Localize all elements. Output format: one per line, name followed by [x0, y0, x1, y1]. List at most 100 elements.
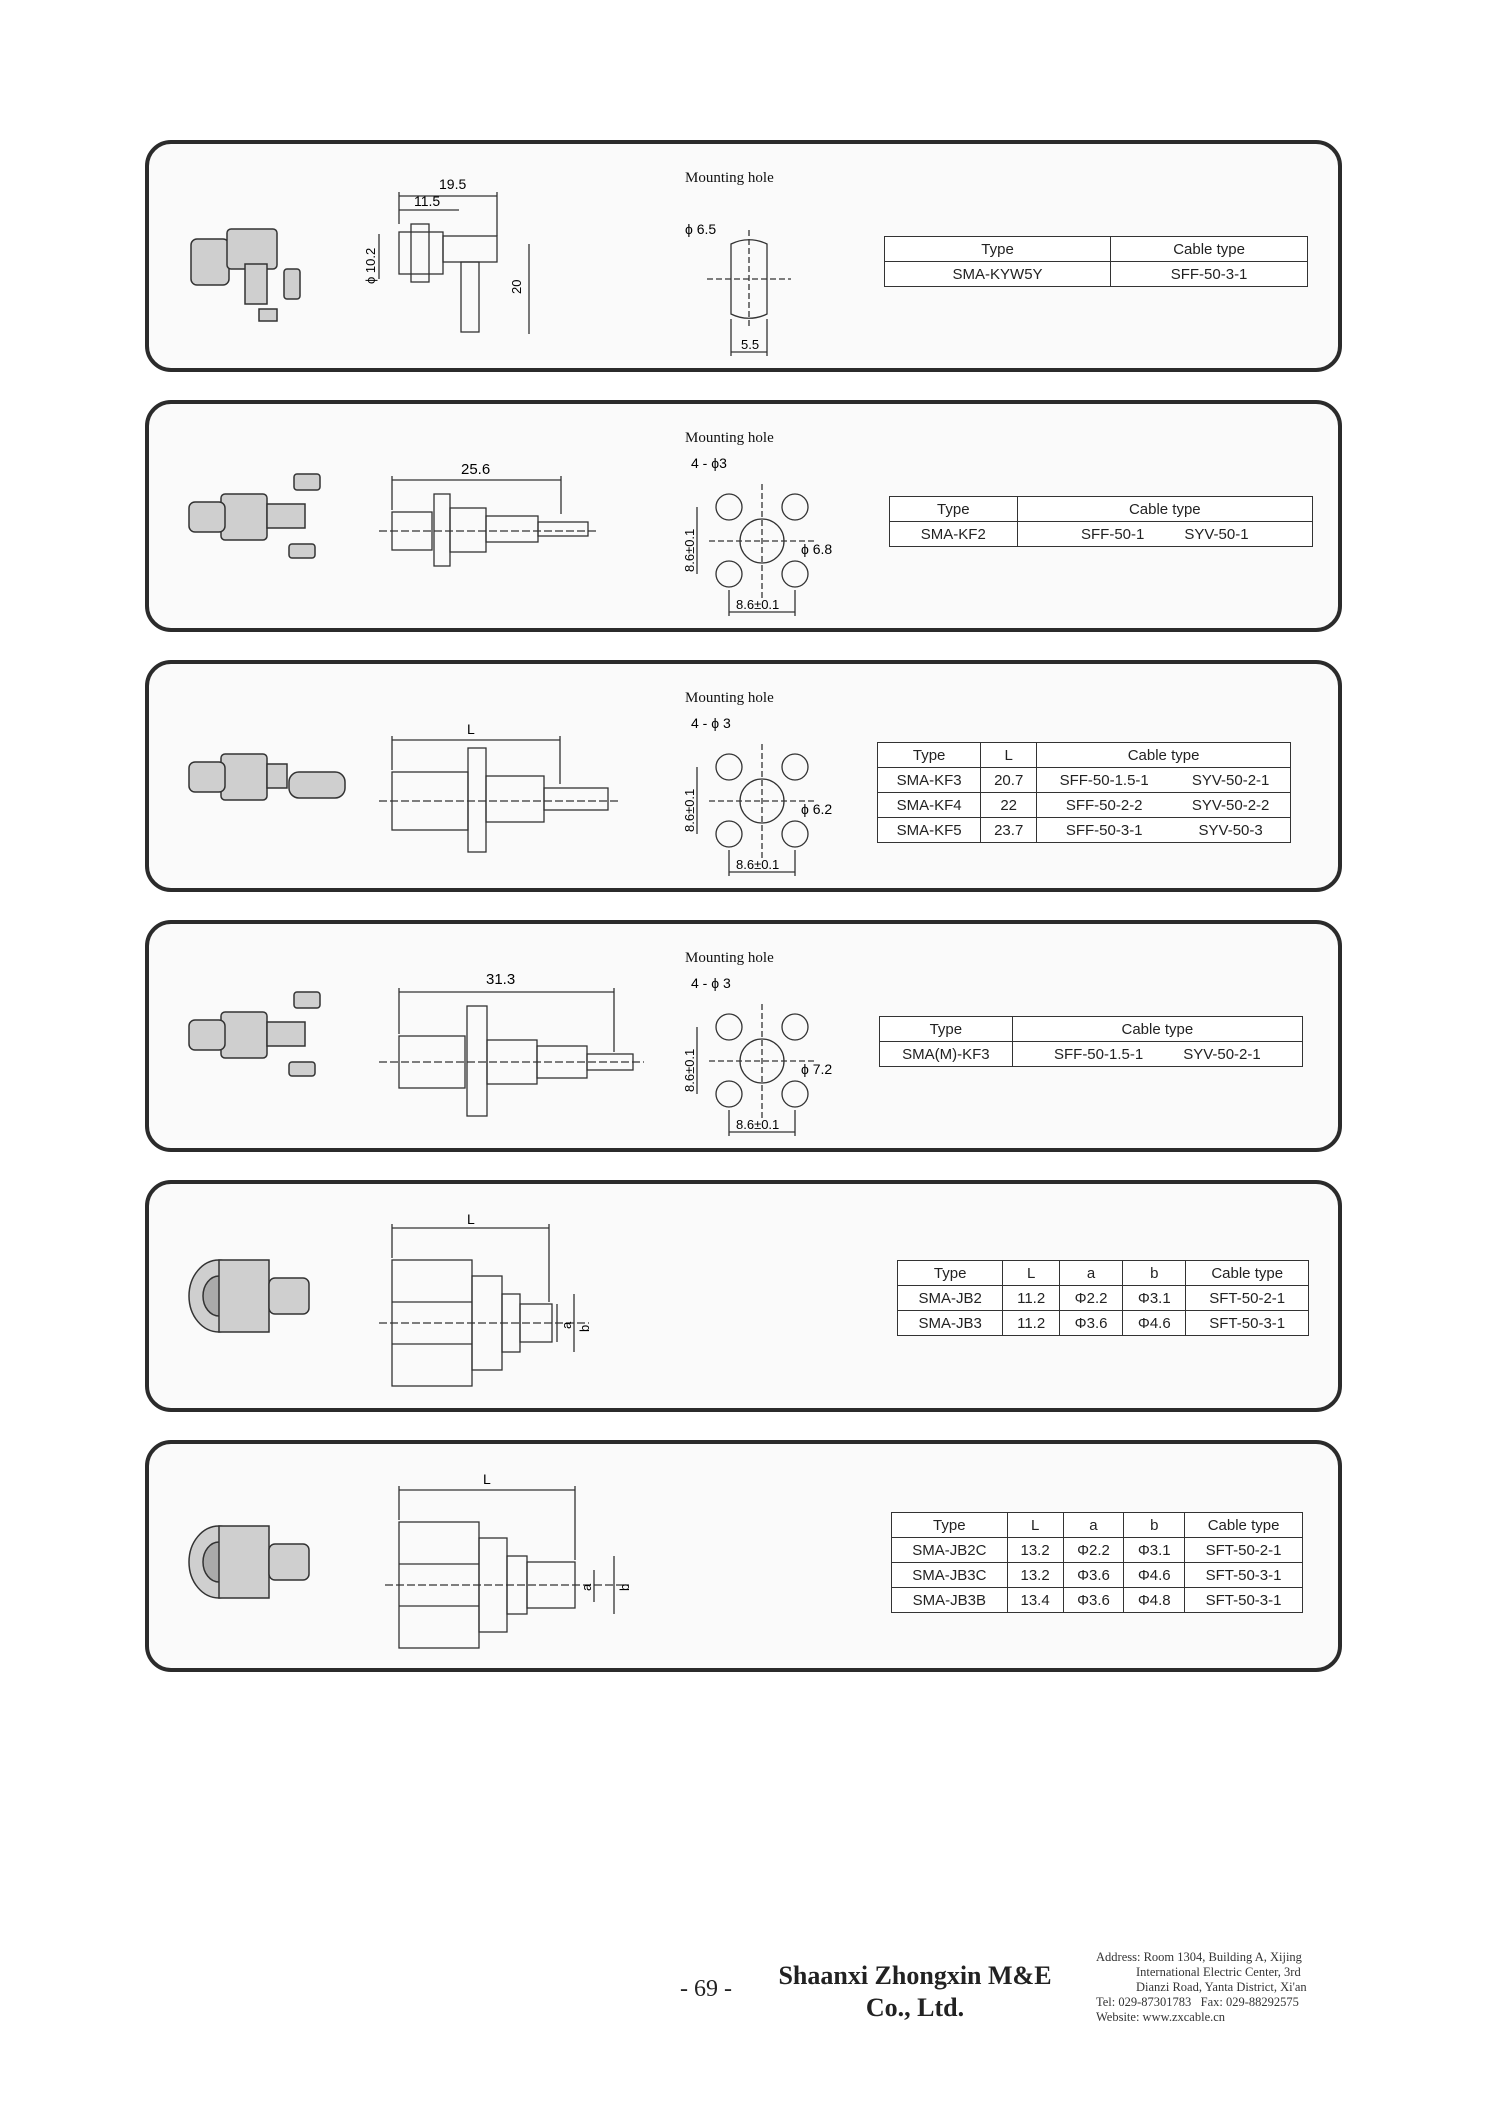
panel-4-drawings: 31.3 4 - ϕ 3 8.6±0.1 ϕ 7.2 8.6±0.1	[188, 971, 832, 1136]
spec-table: Type L a b Cable type SMA-JB2 11.2 Φ2.2 …	[896, 1260, 1309, 1336]
product-panel-sma-kyw5y: 19.5 11.5 ϕ 10.2 20 ϕ 6.5 5.5 Mounting h…	[145, 140, 1342, 372]
table-header-row: Type L Cable type	[876, 742, 1291, 768]
table-cell: 23.7	[980, 817, 1038, 843]
hole-dim-label: 5.5	[741, 337, 759, 352]
panel-6-drawings: L a b	[188, 1471, 632, 1649]
table-header-cell: Type	[879, 1016, 1013, 1042]
table-cell: 22	[980, 792, 1038, 818]
table-cell: SFF-50-1.5-1	[1036, 767, 1172, 793]
table-cell: 13.2	[1006, 1537, 1064, 1563]
dim-label: 20	[509, 280, 524, 294]
company-name-line: Shaanxi Zhongxin M&E	[778, 1961, 1052, 1990]
address-line: International Electric Center, 3rd	[1136, 1965, 1301, 1979]
hole-dim-label: 8.6±0.1	[682, 789, 697, 832]
table-cell: Φ4.6	[1122, 1310, 1187, 1336]
connector-drawing	[379, 476, 599, 567]
connector-photo	[188, 1525, 310, 1599]
table-cell: 20.7	[980, 767, 1038, 793]
table-cell: SMA-KF3	[876, 767, 982, 793]
table-header-row: Type Cable type	[889, 496, 1314, 522]
table-header-cell: Type	[876, 742, 982, 768]
table-cell: Φ3.1	[1123, 1537, 1186, 1563]
table-header-cell: a	[1058, 1260, 1124, 1286]
table-cell: Φ3.1	[1122, 1285, 1187, 1311]
page-number: - 69 -	[680, 1976, 732, 2002]
connector-photo	[190, 228, 301, 322]
table-cell: Φ2.2	[1058, 1285, 1124, 1311]
mounting-hole-drawing	[696, 1004, 815, 1136]
table-cell: SMA-JB2	[896, 1285, 1004, 1311]
table-header-cell: Cable type	[1110, 236, 1308, 262]
table-cell: 11.2	[1002, 1285, 1060, 1311]
table-cell: SMA-KYW5Y	[883, 261, 1112, 287]
spec-table: Type L a b Cable type SMA-JB2C 13.2 Φ2.2…	[891, 1512, 1303, 1613]
hole-dim-label: 8.6±0.1	[682, 1049, 697, 1092]
connector-drawing	[379, 736, 619, 853]
product-panel-sma-kf2: 25.6 4 - ϕ3 8.6±0.1 ϕ 6.8 8.6±0.1 Mounti…	[145, 400, 1342, 632]
table-row: SMA-JB2 11.2 Φ2.2 Φ3.1 SFT-50-2-1	[896, 1285, 1309, 1311]
hole-dim-label: 8.6±0.1	[682, 529, 697, 572]
table-cell: SMA-JB3B	[891, 1587, 1008, 1613]
dim-label: 19.5	[439, 176, 466, 192]
hole-dim-label: 4 - ϕ 3	[691, 715, 731, 731]
table-header-cell: Type	[889, 496, 1018, 522]
mounting-hole-label: Mounting hole	[685, 430, 774, 446]
table-cell: SFF-50-2-2	[1036, 792, 1172, 818]
table-header-cell: Cable type	[1011, 1016, 1304, 1042]
dim-label: 25.6	[461, 461, 490, 478]
table-header-cell: Cable type	[1184, 1512, 1303, 1538]
table-cell: Φ3.6	[1062, 1562, 1125, 1588]
table-header-cell: Cable type	[1185, 1260, 1309, 1286]
dim-label: a	[579, 1583, 594, 1591]
cable-type-value: SYV-50-1	[1184, 525, 1249, 543]
table-header-cell: L	[1006, 1512, 1064, 1538]
table-header-cell: Type	[891, 1512, 1008, 1538]
table-cell: SFF-50-3-1	[1036, 817, 1172, 843]
table-cell: 11.2	[1002, 1310, 1060, 1336]
table-cell: Φ4.6	[1123, 1562, 1186, 1588]
hole-dim-label: ϕ 7.2	[801, 1061, 832, 1077]
table-header-cell: L	[980, 742, 1038, 768]
table-row: SMA-KF3 20.7 SFF-50-1.5-1 SYV-50-2-1	[876, 767, 1292, 793]
connector-drawing	[378, 192, 530, 334]
dim-label: ϕ 10.2	[363, 248, 378, 284]
panel-3-drawings: L 4 - ϕ 3 8.6±0.1 ϕ 6.2 8.6±0.1	[188, 715, 832, 876]
table-header-row: Type L a b Cable type	[896, 1260, 1309, 1286]
table-header-row: Type Cable type	[879, 1016, 1304, 1042]
table-cell: SYV-50-2-2	[1171, 792, 1292, 818]
table-row: SMA-KYW5Y SFF-50-3-1	[883, 261, 1308, 287]
table-header-cell: Type	[896, 1260, 1004, 1286]
table-cell: SFT-50-3-1	[1184, 1587, 1303, 1613]
hole-dim-label: 8.6±0.1	[736, 1117, 779, 1132]
mounting-hole-label: Mounting hole	[685, 950, 774, 966]
table-cell: SFT-50-2-1	[1185, 1285, 1309, 1311]
table-row: SMA-KF4 22 SFF-50-2-2 SYV-50-2-2	[876, 792, 1292, 818]
table-cell: SFT-50-2-1	[1184, 1537, 1303, 1563]
table-cell: SMA-JB3C	[891, 1562, 1008, 1588]
product-panel-sma-kf3-kf5: L 4 - ϕ 3 8.6±0.1 ϕ 6.2 8.6±0.1 Mounting…	[145, 660, 1342, 892]
table-cell: SMA-KF4	[876, 792, 982, 818]
table-header-cell: Cable type	[1016, 496, 1314, 522]
hole-dim-label: 4 - ϕ 3	[691, 975, 731, 991]
table-cell: SFF-50-3-1	[1110, 261, 1308, 287]
dim-label: L	[483, 1471, 491, 1487]
hole-dim-label: ϕ 6.8	[801, 541, 832, 557]
table-header-cell: a	[1062, 1512, 1125, 1538]
company-address: Address: Room 1304, Building A, Xijing I…	[1096, 1950, 1336, 2025]
table-row: SMA-JB3 11.2 Φ3.6 Φ4.6 SFT-50-3-1	[896, 1310, 1309, 1336]
table-row: SMA-JB3C 13.2 Φ3.6 Φ4.6 SFT-50-3-1	[891, 1562, 1303, 1588]
table-header-cell: Cable type	[1036, 742, 1291, 768]
table-header-row: Type Cable type	[883, 236, 1308, 262]
dim-label: b	[577, 1325, 592, 1332]
fax: Fax: 029-88292575	[1200, 1995, 1299, 2009]
spec-table: Type Cable type SMA-KYW5Y SFF-50-3-1	[883, 236, 1308, 287]
table-cell: SYV-50-2-1	[1171, 767, 1292, 793]
connector-photo	[188, 473, 321, 559]
mounting-hole-drawing	[696, 484, 815, 616]
table-cell: SMA-KF5	[876, 817, 982, 843]
